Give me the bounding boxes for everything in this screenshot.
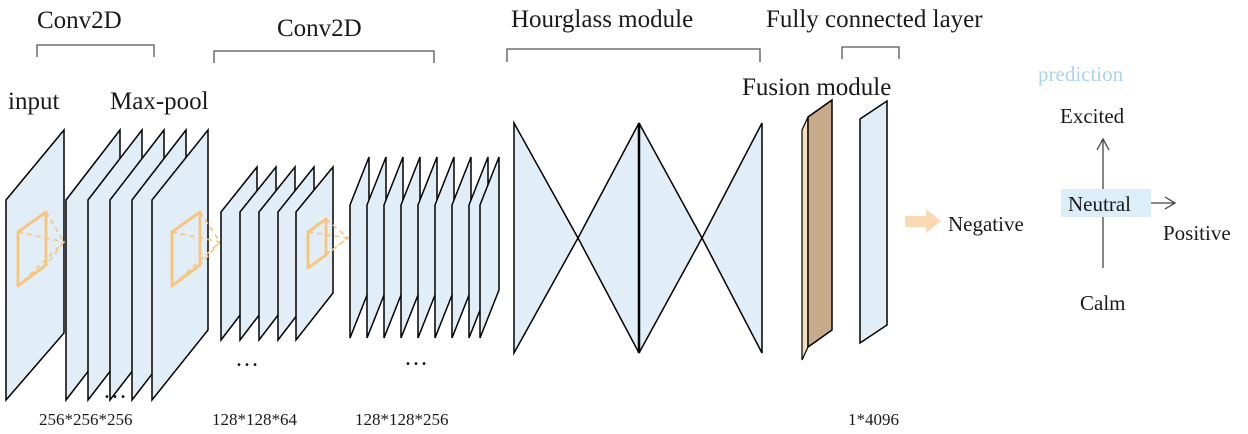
conv2d-label-2: Conv2D	[277, 15, 362, 42]
max-pool-label: Max-pool	[110, 88, 209, 115]
conv2-feature-map	[295, 164, 334, 343]
conv2-kernel-icon	[306, 217, 351, 270]
calm-label: Calm	[1080, 291, 1126, 315]
ellipsis-2: …	[235, 346, 259, 372]
hourglass-label: Hourglass module	[511, 6, 693, 33]
ellipsis-1: …	[103, 378, 127, 404]
conv2d-bracket-2	[213, 50, 435, 63]
conv2d-bracket-1	[36, 44, 155, 57]
positive-label: Positive	[1163, 221, 1231, 245]
dimension-label-3: 128*128*256	[355, 410, 449, 429]
fully-connected-label: Fully connected layer	[766, 6, 983, 33]
conv-block-2	[220, 164, 351, 343]
fusion-module-block	[801, 98, 833, 361]
dimension-label-1: 256*256*256	[39, 410, 133, 429]
excited-label: Excited	[1060, 104, 1125, 128]
input-kernel-icon	[16, 210, 66, 288]
dimension-label-2: 128*128*64	[212, 410, 298, 429]
output-arrow-icon	[905, 209, 941, 233]
hourglass-bracket	[506, 48, 761, 62]
up-arrow-icon	[1096, 137, 1110, 151]
fusion-module-label: Fusion module	[742, 74, 891, 101]
conv-block-1	[65, 127, 222, 403]
fully-connected-layer-block	[859, 99, 888, 345]
neutral-box	[1061, 189, 1151, 217]
dimension-label-4: 1*4096	[848, 410, 899, 429]
ellipsis-3: …	[404, 345, 428, 371]
max-pool-kernel-icon	[170, 210, 222, 288]
prediction-title: prediction	[1038, 62, 1124, 86]
conv2d-label-1: Conv2D	[37, 7, 122, 34]
input-feature-map	[5, 127, 65, 403]
max-pool-feature-map	[151, 127, 209, 403]
negative-label: Negative	[948, 212, 1024, 236]
input-label: input	[8, 88, 59, 115]
fully-connected-bracket	[841, 46, 900, 59]
hourglass-module	[513, 120, 763, 356]
conv-block-3	[349, 156, 500, 339]
neutral-label: Neutral	[1068, 192, 1131, 216]
right-arrow-icon	[1164, 196, 1177, 210]
